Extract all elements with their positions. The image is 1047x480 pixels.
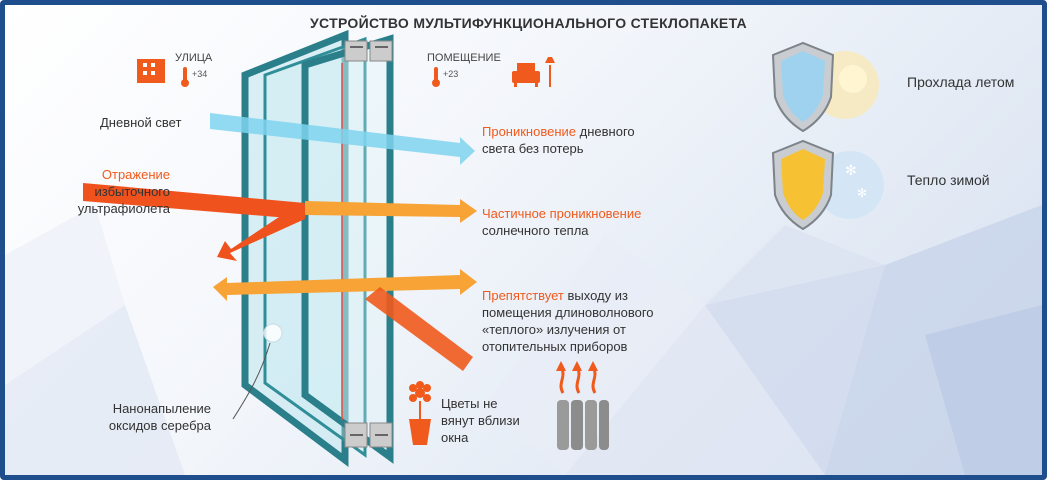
- svg-text:✻: ✻: [857, 186, 867, 200]
- uv-reflected-beam: [217, 205, 305, 261]
- reflection-line-2: избыточного: [94, 184, 171, 199]
- inner-glass-pane: [301, 34, 394, 464]
- winter-shield-icon: ✻ ✻: [771, 139, 884, 231]
- outdoor-temp: +34: [192, 69, 208, 79]
- flowers-line-2: вянут вблизи: [441, 413, 520, 428]
- coating-pointer-line: [232, 342, 271, 420]
- sofa-lamp-icon: [512, 57, 555, 87]
- flower-pot-icon: [409, 381, 431, 445]
- indoor-label: ПОМЕЩЕНИЕ: [427, 52, 501, 64]
- prevents-line-2: помещения длиноволнового: [482, 305, 654, 320]
- feature-summer-label: Прохлада летом: [907, 74, 1015, 90]
- page-title: УСТРОЙСТВО МУЛЬТИФУНКЦИОНАЛЬНОГО СТЕКЛОП…: [310, 15, 747, 31]
- spacer-top-right: [369, 40, 393, 62]
- prevents-line-4: отопительных приборов: [482, 339, 628, 354]
- partial-heat-label: Частичное проникновение солнечного тепла: [482, 205, 641, 239]
- penetration-line-2: света без потерь: [482, 141, 584, 156]
- coating-line-2: оксидов серебра: [108, 418, 211, 433]
- summer-shield-icon: [771, 41, 879, 133]
- reflection-highlight: Отражение: [101, 167, 170, 182]
- thermometer-indoor-icon: [432, 67, 440, 87]
- background-polygons: [5, 205, 1042, 475]
- prevents-label: Препятствует выходу из помещения длиново…: [482, 287, 654, 355]
- daylight-beam: [210, 113, 475, 165]
- thermometer-outdoor-icon: [181, 67, 189, 87]
- penetration-highlight: Проникновение: [482, 124, 577, 139]
- indoor-temp: +23: [443, 69, 459, 79]
- longwave-radiation-arrow: [213, 269, 477, 301]
- partial-line-2: солнечного тепла: [482, 223, 589, 238]
- solar-heat-beam: [305, 199, 477, 223]
- building-icon: [137, 59, 165, 83]
- partial-highlight: Частичное проникновение: [482, 206, 642, 221]
- flowers-line-3: окна: [441, 430, 469, 445]
- window-illustration: ✻ ✻: [83, 29, 884, 467]
- penetration-label: Проникновение дневного света без потерь: [482, 123, 635, 157]
- uv-incoming-beam: [83, 183, 305, 219]
- penetration-rest: дневного: [576, 124, 635, 139]
- heater-heat-beam: [365, 287, 473, 371]
- daylight-label: Дневной свет: [100, 115, 182, 130]
- feature-winter-label: Тепло зимой: [907, 172, 990, 188]
- coating-label: Нанонапыление оксидов серебра: [95, 400, 211, 434]
- prevents-line-3: «теплого» излучения от: [482, 322, 626, 337]
- coating-bubble: [263, 323, 283, 343]
- coating-line-1: Нанонапыление: [112, 401, 211, 416]
- outdoor-label: УЛИЦА: [175, 52, 213, 64]
- reflection-label: Отражение избыточного ультрафиолета: [60, 166, 170, 217]
- flowers-label: Цветы не вянут вблизи окна: [441, 395, 520, 446]
- radiator-icon: [556, 361, 609, 450]
- svg-text:✻: ✻: [845, 163, 857, 179]
- flowers-line-1: Цветы не: [441, 396, 498, 411]
- prevents-rest: выходу из: [563, 288, 628, 303]
- spacer-top-left: [344, 40, 368, 62]
- prevents-highlight: Препятствует: [482, 288, 564, 303]
- reflection-line-3: ультрафиолета: [77, 201, 170, 216]
